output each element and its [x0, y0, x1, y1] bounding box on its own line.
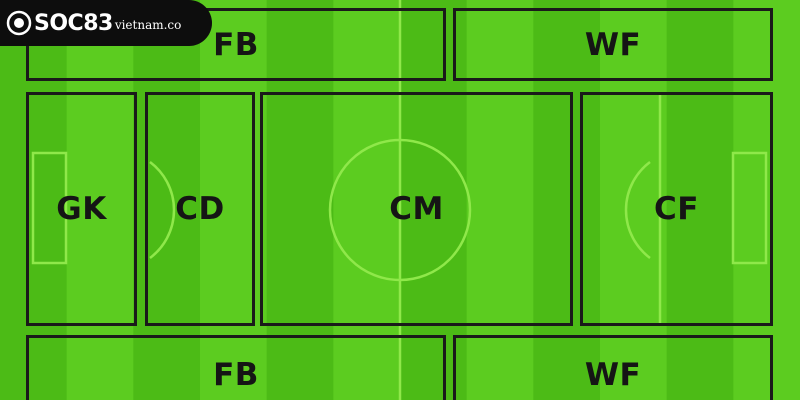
zone-label-wf-bottom: WF — [584, 357, 642, 393]
zone-label-wf-top: WF — [584, 26, 642, 63]
zone-gk: GK — [26, 92, 137, 326]
grass-stripe — [666, 0, 735, 400]
logo-domain: vietnam.co — [114, 17, 182, 32]
field-lines — [31, 0, 768, 400]
grass-stripe — [600, 0, 668, 400]
left-goal-area — [31, 151, 68, 265]
zone-cf: CF — [580, 92, 773, 326]
grass-stripe — [200, 0, 268, 400]
zone-label-cf: CF — [654, 191, 699, 227]
zone-label-gk: GK — [56, 191, 107, 227]
zone-label-cm: CM — [389, 191, 444, 227]
zone-wf-bottom: WF — [453, 335, 773, 400]
zone-cd: CD — [145, 92, 255, 326]
grass-stripe — [133, 0, 201, 400]
zone-wf-top: WF — [453, 8, 773, 81]
zone-label-fb-bottom: FB — [213, 357, 259, 393]
grass-stripe — [333, 0, 401, 400]
zone-label-fb-top: FB — [213, 26, 259, 63]
right-penalty-arc — [624, 161, 651, 259]
logo-brand-name: SOC83 — [34, 10, 113, 36]
grass-stripe — [66, 0, 135, 400]
zone-cm: CM — [260, 92, 573, 326]
grass-stripe — [466, 0, 535, 400]
left-penalty-arc — [149, 161, 176, 259]
grass-stripe — [400, 0, 468, 400]
zone-fb-bottom: FB — [26, 335, 446, 400]
logo-emblem-icon — [6, 10, 32, 36]
zone-label-cd: CD — [175, 191, 225, 227]
grass-stripe — [533, 0, 601, 400]
center-circle — [328, 138, 472, 282]
brand-logo: SOC83 vietnam.co — [0, 0, 212, 46]
grass-stripe — [266, 0, 335, 400]
right-goal-area — [731, 151, 768, 265]
